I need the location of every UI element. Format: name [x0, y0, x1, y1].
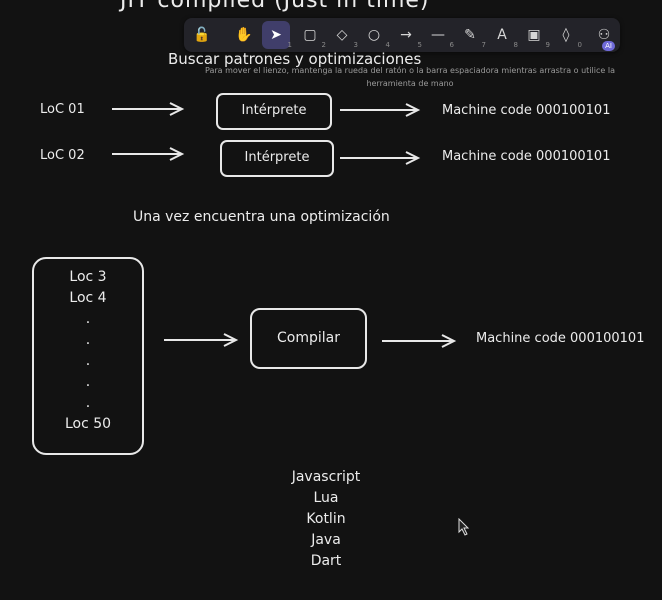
- rectangle-icon[interactable]: ▢2: [303, 27, 326, 49]
- mouse-cursor-icon: [458, 518, 470, 536]
- interpreter-label-2: Intérprete: [244, 150, 310, 165]
- output-compiled: Machine code 000100101: [476, 331, 645, 346]
- arrow-loc01-to-interpreter: [112, 102, 185, 116]
- interpreter-box-1[interactable]: Intérprete: [216, 93, 332, 130]
- arrow-block-to-compile: [164, 333, 239, 347]
- interpreter-label-1: Intérprete: [241, 103, 307, 118]
- output-1: Machine code 000100101: [442, 103, 611, 118]
- loc-02-label: LoC 02: [40, 148, 85, 163]
- loc-line: .: [85, 353, 91, 369]
- interpreter-box-2[interactable]: Intérprete: [220, 140, 334, 177]
- loc-line: .: [85, 311, 91, 327]
- loc-line: .: [85, 332, 91, 348]
- canvas-title: JIT compiled (Just in time): [120, 0, 430, 13]
- lock-icon[interactable]: 🔓: [193, 27, 211, 43]
- heading-optimization-found: Una vez encuentra una optimización: [133, 209, 390, 225]
- ellipse-icon[interactable]: ○4: [367, 27, 390, 49]
- pencil-icon[interactable]: ✎7: [464, 27, 486, 49]
- output-2: Machine code 000100101: [442, 149, 611, 164]
- loc-01-label: LoC 01: [40, 102, 85, 117]
- arrow-compile-to-output: [382, 334, 457, 348]
- canvas-hint: Para mover el lienzo, mantenga la rueda …: [205, 66, 615, 88]
- line-icon[interactable]: —6: [431, 27, 454, 49]
- language-item: Lua: [313, 490, 339, 506]
- heading-search-patterns: Buscar patrones y optimizaciones: [168, 50, 422, 68]
- arrow-interpreter2-to-output: [340, 151, 421, 165]
- loc-block-box[interactable]: Loc 3 Loc 4 . . . . . Loc 50: [32, 257, 144, 455]
- loc-line: Loc 3: [69, 269, 107, 285]
- diamond-icon[interactable]: ◇3: [336, 27, 358, 49]
- compile-box[interactable]: Compilar: [250, 308, 367, 369]
- arrow-icon[interactable]: →5: [400, 27, 422, 49]
- language-item: Java: [311, 532, 341, 548]
- language-item: Dart: [310, 553, 342, 569]
- languages-list: Javascript Lua Kotlin Java Dart: [256, 467, 396, 572]
- language-item: Javascript: [291, 469, 361, 485]
- loc-line: .: [85, 374, 91, 390]
- hand-icon[interactable]: ✋: [235, 27, 253, 43]
- arrow-interpreter1-to-output: [340, 103, 421, 117]
- loc-block-lines: Loc 3 Loc 4 . . . . . Loc 50: [34, 267, 142, 435]
- more-tools-icon[interactable]: ⚇ AI: [590, 21, 618, 51]
- selection-icon[interactable]: ➤1: [262, 21, 292, 49]
- loc-line: .: [85, 395, 91, 411]
- ai-badge: AI: [602, 41, 615, 51]
- compile-label: Compilar: [277, 330, 340, 346]
- loc-line: Loc 4: [69, 290, 107, 306]
- arrow-loc02-to-interpreter: [112, 147, 185, 161]
- eraser-icon[interactable]: ◊0: [562, 27, 582, 49]
- loc-line: Loc 50: [64, 416, 112, 432]
- image-icon[interactable]: ▣9: [527, 27, 550, 49]
- language-item: Kotlin: [306, 511, 346, 527]
